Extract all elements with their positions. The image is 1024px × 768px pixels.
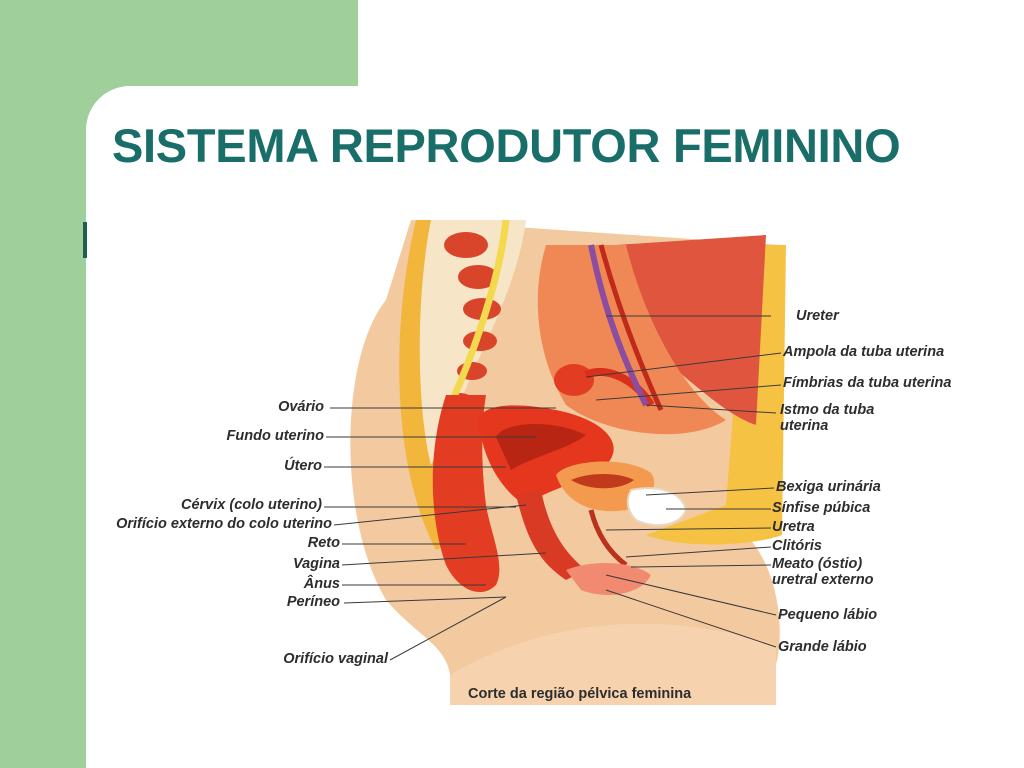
label-pequeno-labio: Pequeno lábio [778,607,878,623]
vagina [516,490,586,580]
label-orificio-externo: Orifício externo do colo uterino [116,516,332,532]
leader-lines [324,315,782,661]
label-perineo: Períneo [286,594,340,610]
pelvic-illustration [324,219,786,705]
bladder-lumen [571,473,634,489]
pelvic-diagram: Ovário Fundo uterino Útero Cérvix (colo … [86,205,1024,725]
fallopian-tube [584,367,655,408]
label-uretra: Uretra [772,519,815,535]
label-bexiga: Bexiga urinária [776,479,881,495]
label-istmo: Istmo da tuba uterina [780,402,875,434]
label-reto: Reto [307,535,340,551]
label-ovario: Ovário [278,399,324,415]
abdominal-muscle [616,235,766,425]
label-orificio-vaginal: Orifício vaginal [283,651,388,667]
label-ampola: Ampola da tuba uterina [783,344,945,360]
accent-tick [83,222,87,258]
uterine-cavity [496,423,586,470]
label-sinfise: Sínfise púbica [772,500,871,516]
label-fundo-uterino: Fundo uterino [226,428,324,444]
rectum [432,395,500,593]
blood-vessel [598,244,664,412]
label-meato: Meato (óstio) uretral externo [772,556,874,588]
label-utero: Útero [284,458,322,474]
spinal-cord [442,219,510,417]
label-vagina: Vagina [292,556,340,572]
labia [566,563,651,595]
ureter-vessel [588,244,649,407]
pubic-symphysis [626,487,688,527]
slide-title: SISTEMA REPRODUTOR FEMININO [112,119,901,172]
label-clitoris: Clitóris [772,538,822,554]
label-ureter: Ureter [796,308,839,324]
urethra [588,509,628,567]
label-anus: Ânus [303,576,340,592]
skin-lower [450,623,776,705]
label-grande-labio: Grande lábio [778,639,867,655]
ovary [554,364,594,396]
label-fimbrias: Fímbrias da tuba uterina [783,375,952,391]
label-cervix: Cérvix (colo uterino) [181,497,322,513]
diagram-caption: Corte da região pélvica feminina [468,686,692,702]
